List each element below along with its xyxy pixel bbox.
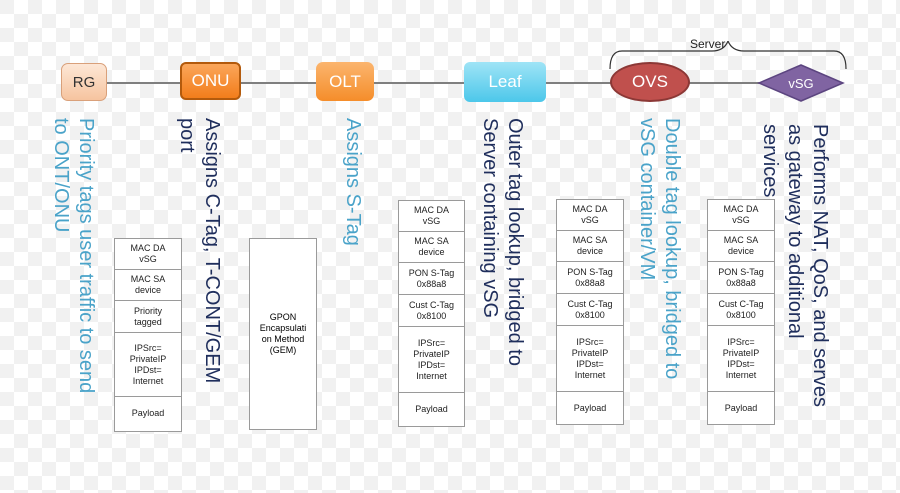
stack-cell: Payload xyxy=(724,402,758,413)
leaf-packet-stack: MAC DA vSG MAC SA device PON S-Tag 0x88a… xyxy=(398,200,465,427)
stack-cell: Cust C-Tag 0x8100 xyxy=(708,294,774,326)
vsg-node-label: vSG xyxy=(788,75,814,91)
stack-cell: IPSrc= PrivateIP IPDst= Internet xyxy=(115,333,181,397)
stack-cell: PON S-Tag 0x88a8 xyxy=(399,263,464,295)
leaf-description: Outer tag lookup, bridged to Server cont… xyxy=(479,118,526,366)
olt-node: OLT xyxy=(316,62,374,101)
stack-cell: Cust C-Tag 0x8100 xyxy=(399,295,464,327)
stack-cell: Priority tagged xyxy=(115,301,181,333)
stack-cell: Payload xyxy=(131,407,165,418)
leaf-node: Leaf xyxy=(464,62,546,102)
ovs-description: Double tag lookup, bridged to vSG contai… xyxy=(636,118,683,380)
olt-description: Assigns S-Tag xyxy=(342,118,364,246)
stack-cell: Payload xyxy=(573,402,607,413)
onu-description: Assigns C-Tag, T-CONT/GEM port xyxy=(176,118,223,384)
stack-cell: MAC SA device xyxy=(115,270,181,301)
stack-cell: MAC DA vSG xyxy=(708,200,774,231)
stack-cell: MAC SA device xyxy=(708,231,774,262)
stack-cell: MAC SA device xyxy=(557,231,623,262)
ovs-packet-stack: MAC DA vSG MAC SA device PON S-Tag 0x88a… xyxy=(556,199,624,425)
stack-cell: IPSrc= PrivateIP IPDst= Internet xyxy=(399,327,464,393)
vsg-packet-stack: MAC DA vSG MAC SA device PON S-Tag 0x88a… xyxy=(707,199,775,425)
server-brace xyxy=(609,41,847,70)
stack-cell: PON S-Tag 0x88a8 xyxy=(557,262,623,294)
stack-cell: IPSrc= PrivateIP IPDst= Internet xyxy=(708,326,774,392)
gem-label: GPON Encapsulati on Method (GEM) xyxy=(259,312,307,355)
rg-description: Priority tags user traffic to send to ON… xyxy=(50,118,97,394)
server-label: Server xyxy=(690,37,726,51)
vsg-node-shape xyxy=(757,64,845,102)
stack-cell: MAC DA vSG xyxy=(399,201,464,232)
stack-cell: MAC DA vSG xyxy=(115,239,181,270)
ovs-node: OVS xyxy=(610,62,690,102)
rg-packet-stack: MAC DA vSG MAC SA device Priority tagged… xyxy=(114,238,182,432)
onu-node: ONU xyxy=(180,62,241,100)
network-path-line xyxy=(90,82,830,84)
stack-cell: Cust C-Tag 0x8100 xyxy=(557,294,623,326)
stack-cell: PON S-Tag 0x88a8 xyxy=(708,262,774,294)
gem-encapsulation-box: GPON Encapsulati on Method (GEM) xyxy=(249,238,317,430)
stack-cell: Payload xyxy=(415,404,448,414)
stack-cell: IPSrc= PrivateIP IPDst= Internet xyxy=(557,326,623,392)
rg-node: RG xyxy=(61,63,107,101)
stack-cell: MAC DA vSG xyxy=(557,200,623,231)
vsg-description: Performs NAT, QoS, and serves as gateway… xyxy=(759,124,831,408)
stack-cell: MAC SA device xyxy=(399,232,464,263)
